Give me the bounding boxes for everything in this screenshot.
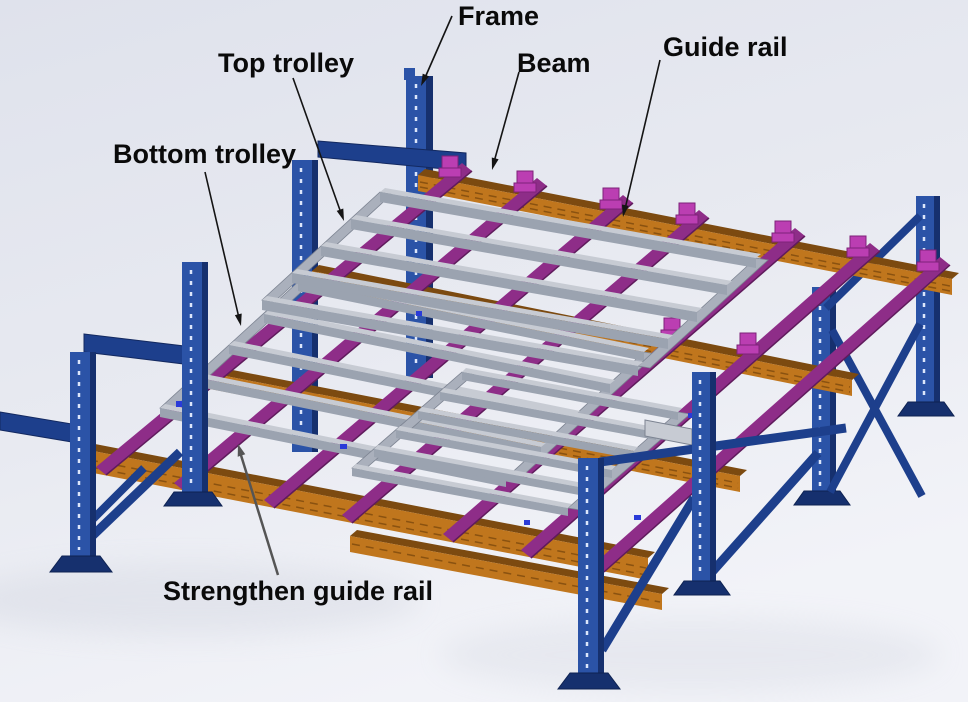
rail-clip — [736, 332, 760, 355]
guide-rail — [594, 257, 950, 572]
label-top-trolley: Top trolley — [218, 48, 354, 78]
leader-lines — [204, 15, 661, 576]
diagonal-brace — [708, 450, 822, 575]
horizontal-tie — [599, 423, 847, 467]
leader-top-trolley — [292, 77, 342, 214]
foot-plate — [49, 555, 113, 573]
label-bottom-trolley: Bottom trolley — [113, 139, 296, 169]
leader-guide-rail — [624, 59, 661, 210]
rail-clip — [513, 170, 537, 193]
top-trolley — [261, 188, 769, 376]
frame-post-side — [90, 352, 96, 562]
foot-plate — [557, 672, 621, 690]
frame-post-side — [710, 372, 716, 587]
foot-plate — [163, 491, 223, 507]
labels: Frame Top trolley Beam Guide rail Bottom… — [113, 1, 788, 606]
rail-clips — [438, 155, 940, 355]
frame-post-side — [202, 262, 208, 498]
diagonal-brace — [85, 465, 147, 527]
leader-beam — [493, 71, 520, 163]
rail-clip — [438, 155, 462, 178]
floor-shadow-left — [0, 564, 420, 636]
frame-post-side — [934, 196, 940, 408]
foot-plate — [673, 580, 731, 596]
label-frame: Frame — [458, 1, 539, 31]
beam-groove — [89, 466, 647, 576]
beam-groove — [351, 543, 661, 603]
arrowhead — [237, 444, 246, 457]
label-beam: Beam — [517, 48, 591, 78]
shuttle-trolley-right — [351, 368, 693, 516]
rail-clip — [846, 235, 870, 258]
rail-clip — [675, 202, 699, 225]
front-left-frame — [0, 262, 223, 573]
rail-clip — [599, 187, 623, 210]
frame-post-mid-right — [812, 287, 830, 497]
leader-frame — [423, 15, 453, 81]
diagonal-brace — [82, 448, 184, 546]
trolley-end-member — [637, 257, 769, 369]
rail-edge — [603, 264, 951, 573]
frame-post-rear-right — [916, 196, 934, 408]
frame-post-side — [598, 458, 604, 679]
arrowhead — [234, 313, 242, 326]
arrowhead — [621, 204, 629, 217]
foot-plate — [793, 490, 851, 506]
frame-post-side — [426, 76, 433, 378]
frame-post-front-left — [70, 352, 90, 562]
foot-plate — [897, 401, 955, 417]
front-right-frame — [557, 372, 847, 690]
trolley-bars — [262, 188, 761, 376]
label-strengthen-guide-rail: Strengthen guide rail — [163, 576, 433, 606]
rail-clip — [916, 249, 940, 272]
rail-edge — [452, 235, 806, 543]
x-brace — [828, 328, 926, 498]
beam-groove — [89, 459, 647, 569]
trolley-bars — [160, 278, 649, 487]
arrowhead — [491, 157, 499, 170]
trolley-bars — [352, 368, 682, 516]
rear-right-frame — [793, 196, 955, 506]
leader-strengthen-guide-rail — [238, 451, 280, 576]
label-guide-rail: Guide rail — [663, 32, 788, 62]
post-top-tab — [404, 68, 415, 80]
arrowhead — [421, 73, 430, 86]
leader-bottom-trolley — [204, 171, 240, 319]
floor-shadow-right — [440, 617, 940, 693]
rail-clip — [771, 220, 795, 243]
diagonal-brace — [598, 495, 698, 653]
arrowhead — [336, 208, 344, 221]
